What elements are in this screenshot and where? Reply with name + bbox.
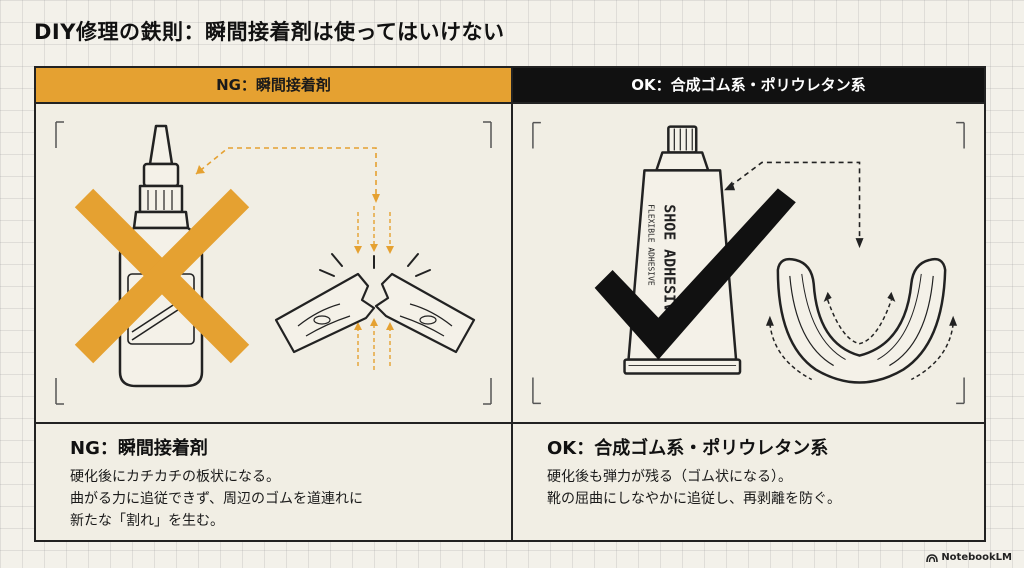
ng-caption-line: 曲がる力に追従できず、周辺のゴムを道連れに <box>70 491 364 507</box>
ok-corner-brackets <box>532 121 965 405</box>
ng-caption-line: 新たな「割れ」を生む。 <box>70 513 224 529</box>
ok-dashed-arrow-icon <box>729 161 861 239</box>
stress-arrows-bottom-icon <box>357 326 391 370</box>
ng-caption-body: 硬化後にカチカチの板状になる。 曲がる力に追従できず、周辺のゴムを道連れに 新た… <box>70 466 363 532</box>
ok-arrowhead-icon <box>855 238 864 249</box>
ng-arrowhead-icon <box>196 165 205 174</box>
tube-label: SHOE ADHESIVE <box>660 204 678 321</box>
ok-divider <box>513 422 984 424</box>
broken-plank-icon <box>274 272 476 354</box>
ng-panel-header: NG：瞬間接着剤 <box>36 68 511 104</box>
ok-caption-body: 硬化後も弾力が残る（ゴム状になる）。 靴の屈曲にしなやかに追従し、再剥離を防ぐ。 <box>547 466 841 510</box>
adhesive-tube-icon <box>623 125 742 375</box>
comparison-frame: NG：瞬間接着剤 <box>34 66 986 542</box>
crack-burst-icon <box>319 253 431 277</box>
ng-illustration <box>55 121 492 405</box>
page-title: DIY修理の鉄則：瞬間接着剤は使ってはいけない <box>34 20 505 44</box>
ng-arrowhead-icon <box>372 194 380 203</box>
ok-caption-line: 靴の屈曲にしなやかに追従し、再剥離を防ぐ。 <box>547 491 841 507</box>
ng-caption-title: NG：瞬間接着剤 <box>70 438 208 459</box>
stress-arrows-top-icon <box>357 206 391 246</box>
ok-checkmark-icon <box>594 188 796 360</box>
notebooklm-logo-icon <box>926 553 939 562</box>
ok-arrowhead-icon <box>724 181 736 191</box>
ok-panel: OK：合成ゴム系・ポリウレタン系 SHOE ADHESIVE <box>511 68 984 540</box>
ng-caption-line: 硬化後にカチカチの板状になる。 <box>70 469 280 485</box>
ng-corner-brackets <box>55 121 492 405</box>
ng-cross-icon <box>74 188 250 364</box>
flexible-sole-icon <box>776 257 947 384</box>
ok-caption-line: 硬化後も弾力が残る（ゴム状になる）。 <box>547 469 792 485</box>
ng-dashed-arrow-icon <box>195 147 377 194</box>
tube-sublabel: FLEXIBLE ADHESIVE <box>646 204 655 286</box>
brand-name: NotebookLM <box>941 552 1012 563</box>
ng-divider <box>36 422 511 424</box>
flex-arrows-icon <box>769 299 954 381</box>
brand-watermark: NotebookLM <box>926 552 1012 563</box>
ok-caption-title: OK：合成ゴム系・ポリウレタン系 <box>547 438 829 459</box>
ok-panel-header: OK：合成ゴム系・ポリウレタン系 <box>513 68 984 104</box>
ng-panel: NG：瞬間接着剤 <box>36 68 511 540</box>
ok-illustration: SHOE ADHESIVE FLEXIBLE ADHESIVE <box>532 121 965 405</box>
